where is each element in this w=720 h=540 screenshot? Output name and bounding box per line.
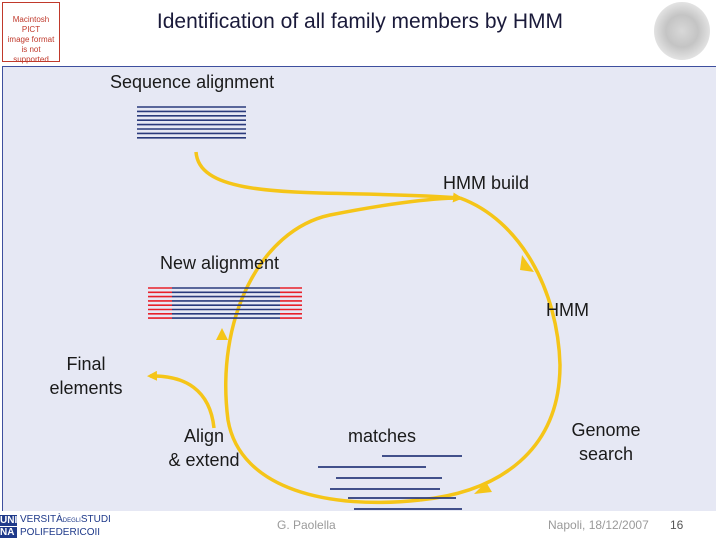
- university-seal-logo: [654, 2, 710, 60]
- footer-author: G. Paolella: [277, 518, 336, 532]
- final-elements-line-1: Final: [66, 354, 106, 374]
- university-logo: UNI NA VERSITÀDEGLISTUDI POLIFEDERICOII: [0, 512, 140, 540]
- align-extend-label: Align & extend: [160, 424, 248, 472]
- page-number: 16: [670, 518, 684, 532]
- logo-versita: VERSITÀ: [20, 514, 63, 525]
- arrowhead-genome: [474, 482, 492, 494]
- footer-date: Napoli, 18/12/2007: [548, 518, 649, 532]
- logo-bottom-line: POLIFEDERICOII: [20, 527, 100, 539]
- logo-na: NA: [0, 527, 17, 538]
- hmm-cycle-loop: [419, 196, 562, 502]
- logo-federico: FEDERICO: [42, 527, 95, 538]
- new-alignment-label: New alignment: [160, 253, 280, 273]
- arrowhead-hmm: [520, 255, 534, 272]
- final-elements-label: Final elements: [40, 352, 132, 400]
- final-elements-line-2: elements: [49, 378, 123, 398]
- pict-placeholder: Macintosh PICT image format is not suppo…: [2, 2, 60, 64]
- pict-line-2: image format: [7, 35, 55, 44]
- arrow-to-hmm-build: [194, 151, 463, 203]
- hmm-label: HMM: [546, 300, 589, 320]
- logo-ii: II: [94, 527, 101, 538]
- genome-search-line-1: Genome: [571, 420, 641, 440]
- arrowhead-align: [216, 328, 228, 340]
- diagram-panel: [2, 66, 716, 511]
- pict-line-3: is not supported: [13, 45, 49, 64]
- logo-degli: DEGLI: [62, 518, 81, 524]
- new-alignment-lines: [148, 287, 302, 319]
- sequence-alignment-label: Sequence alignment: [110, 72, 275, 92]
- arrow-to-final-elements: [147, 370, 216, 429]
- logo-studi: STUDI: [80, 514, 111, 525]
- genome-search-label: Genome search: [560, 418, 652, 466]
- logo-uni: UNI: [0, 515, 18, 526]
- matches-label: matches: [348, 426, 417, 446]
- align-extend-line-1: Align: [183, 426, 225, 446]
- align-extend-line-2: & extend: [168, 450, 240, 470]
- hmm-build-label: HMM build: [443, 173, 530, 193]
- page-title: Identification of all family members by …: [156, 10, 564, 33]
- sequence-alignment-lines: [137, 106, 246, 139]
- logo-top-line: VERSITÀDEGLISTUDI: [20, 514, 111, 527]
- matches-lines: [318, 455, 462, 510]
- logo-poli: POLI: [20, 527, 43, 538]
- genome-search-line-2: search: [578, 444, 634, 464]
- pict-line-1: Macintosh PICT: [12, 15, 50, 34]
